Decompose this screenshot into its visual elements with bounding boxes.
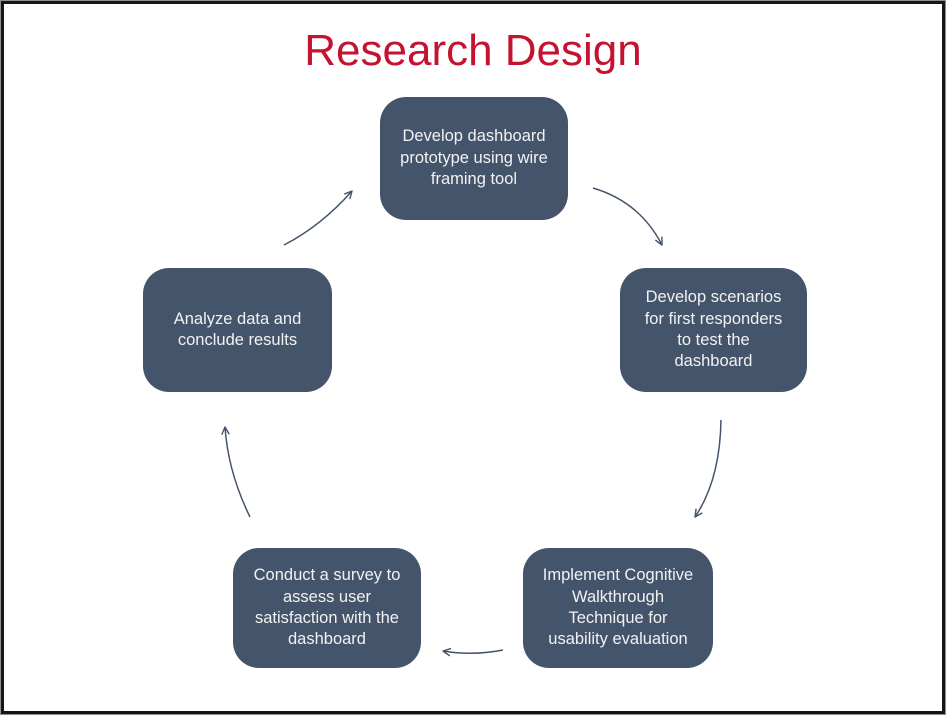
step-node-cognitive-walkthrough: Implement Cognitive Walkthrough Techniqu… <box>523 548 713 668</box>
page-title: Research Design <box>304 26 642 75</box>
step-node-develop-scenarios: Develop scenarios for first responders t… <box>620 268 807 392</box>
step-node-analyze-data: Analyze data and conclude results <box>143 268 332 392</box>
cycle-diagram: Research Design Develop dashboard protot… <box>4 4 942 711</box>
arrow-analyze-to-prototype <box>283 190 353 246</box>
arrow-scenarios-to-walkthrough <box>694 419 722 518</box>
arrow-survey-to-analyze <box>221 426 251 518</box>
arrow-prototype-to-scenarios <box>592 187 663 246</box>
step-node-conduct-survey: Conduct a survey to assess user satisfac… <box>233 548 421 668</box>
step-node-develop-prototype: Develop dashboard prototype using wire f… <box>380 97 568 220</box>
arrow-walkthrough-to-survey <box>442 647 504 657</box>
